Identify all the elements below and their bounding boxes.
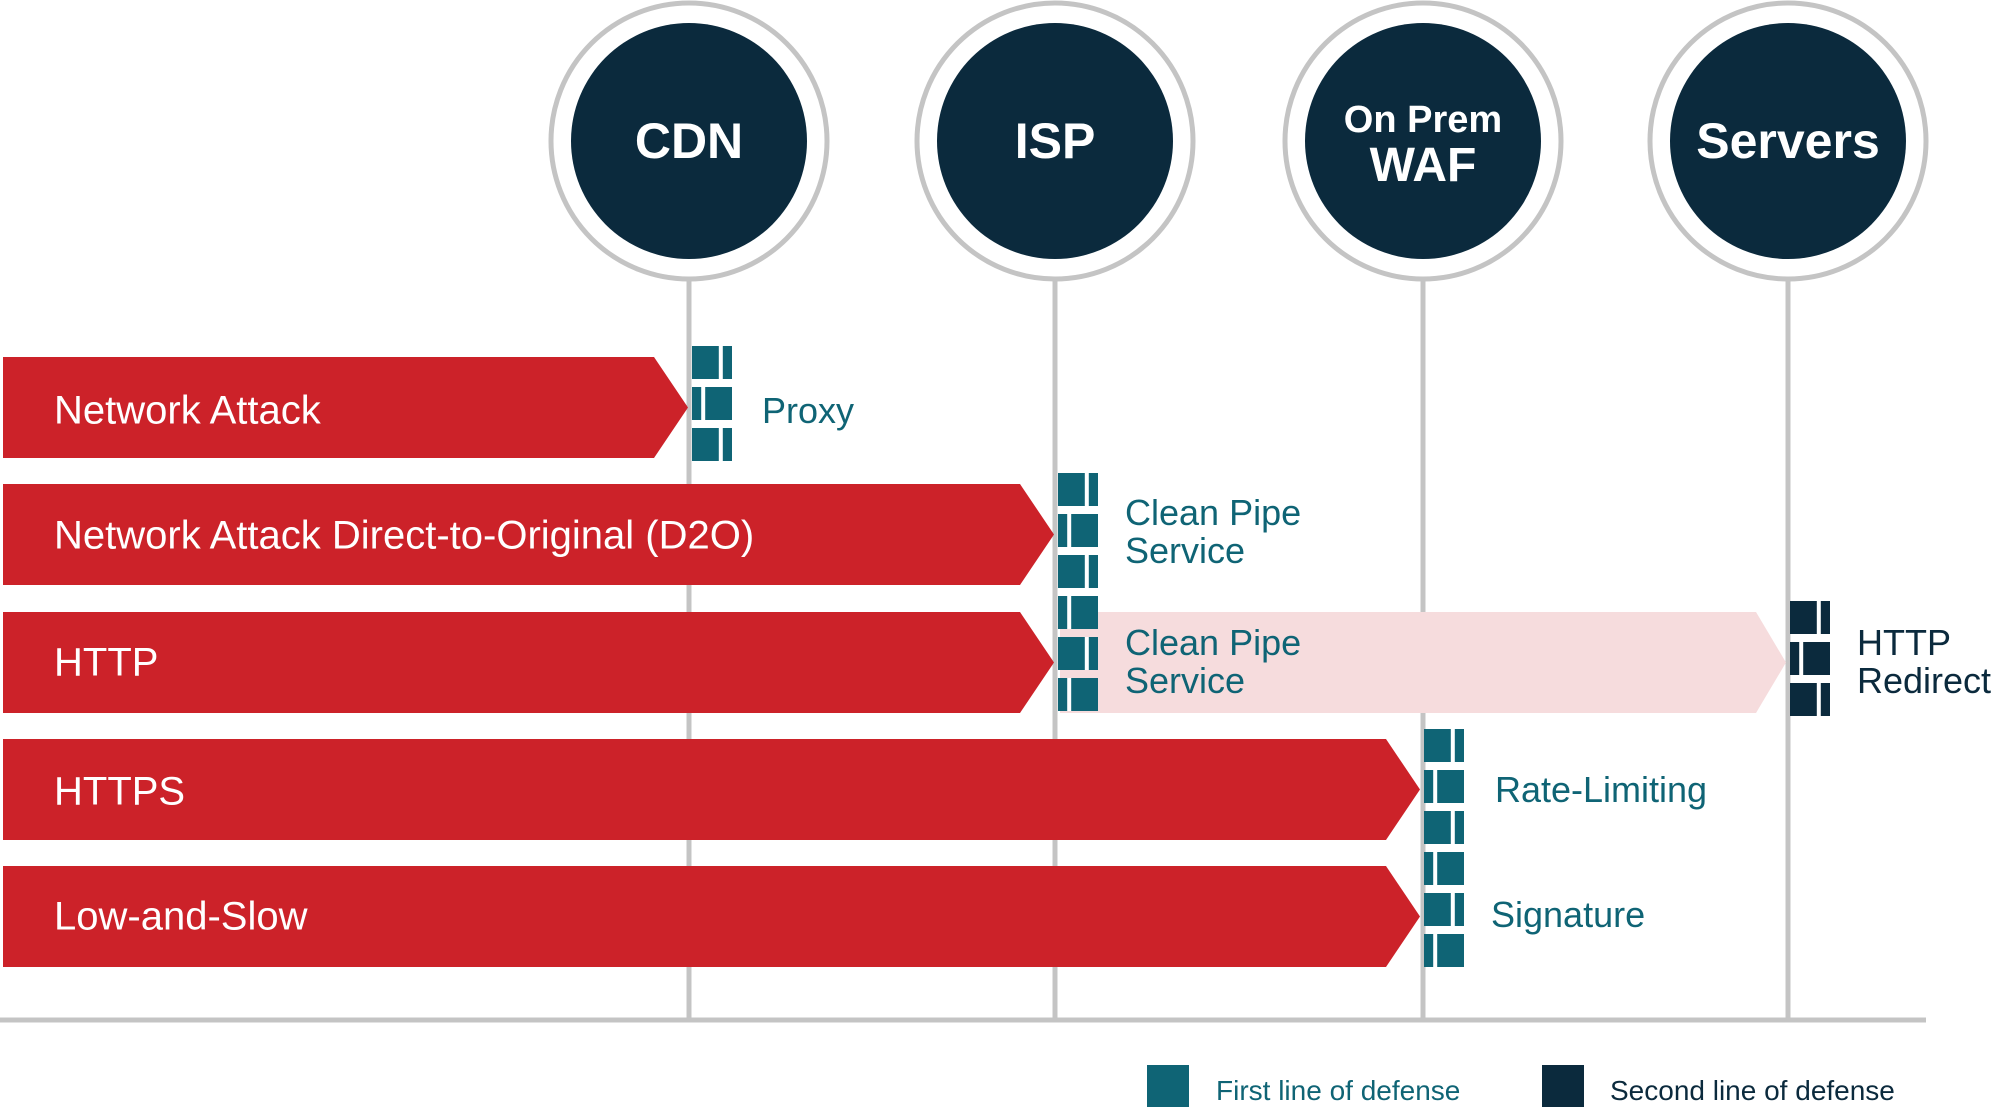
firewall-waf: [1424, 729, 1464, 967]
defense-label-clean-pipe-1-line2: Service: [1125, 530, 1246, 571]
firewall-clean-pipe-row: [1058, 555, 1098, 588]
firewall-http-redirect: [1790, 601, 1830, 716]
defense-label-http-redirect: HTTP Redirect: [1857, 621, 1992, 701]
node-circle-waf: [1305, 23, 1541, 259]
defense-label-clean-pipe-2: Clean Pipe Service: [1125, 621, 1302, 701]
firewall-clean-pipe-row: [1058, 473, 1098, 506]
attack-label-network-attack: Network Attack: [54, 388, 321, 433]
firewall-http-redirect-row: [1790, 683, 1830, 716]
defense-label-rate-limiting: Rate-Limiting: [1495, 768, 1708, 810]
firewall-waf-row: [1424, 729, 1464, 762]
firewall-waf-row: [1424, 770, 1464, 803]
defense-label-clean-pipe-1: Clean Pipe Service: [1125, 491, 1302, 571]
attack-label-d2o: Network Attack Direct-to-Original (D2O): [54, 513, 755, 558]
node-label-waf-line2: WAF: [1369, 139, 1477, 192]
node-circle-isp: [937, 23, 1173, 259]
defense-label-clean-pipe-1-line1: Clean Pipe: [1125, 491, 1302, 533]
firewall-clean-pipe: [1058, 473, 1098, 711]
firewall-http-redirect-row: [1790, 642, 1830, 675]
attack-label-https: HTTPS: [54, 769, 186, 814]
legend-first-label: First line of defense: [1216, 1075, 1461, 1106]
http-passthrough-band: [1060, 612, 1786, 713]
attack-label-low-and-slow: Low-and-Slow: [54, 894, 308, 939]
node-label-waf-line1: On Prem: [1343, 99, 1503, 141]
attack-arrow-http: [3, 612, 1054, 713]
firewall-proxy-row: [692, 387, 732, 420]
attack-arrow-network-attack: [3, 357, 688, 458]
firewall-http-redirect-row: [1790, 601, 1830, 634]
firewall-proxy-row: [692, 346, 732, 379]
node-circle-servers: [1670, 23, 1906, 259]
defense-label-http-redirect-line2: Redirect: [1857, 660, 1992, 701]
attack-label-http: HTTP: [54, 640, 159, 685]
legend-second-label: Second line of defense: [1610, 1075, 1895, 1106]
firewall-clean-pipe-row: [1058, 514, 1098, 547]
attack-arrow-low-and-slow: [3, 866, 1420, 967]
node-circle-cdn: [571, 23, 807, 259]
firewall-waf-row: [1424, 934, 1464, 967]
firewall-waf-row: [1424, 811, 1464, 844]
defense-label-clean-pipe-2-line1: Clean Pipe: [1125, 621, 1302, 663]
node-label-isp: ISP: [1014, 113, 1096, 169]
firewall-proxy-row: [692, 428, 732, 461]
defense-label-proxy: Proxy: [762, 389, 855, 431]
defense-label-http-redirect-line1: HTTP: [1857, 621, 1951, 663]
defense-label-signature: Signature: [1491, 893, 1646, 935]
firewall-clean-pipe-row: [1058, 678, 1098, 711]
firewall-proxy: [692, 346, 732, 461]
node-label-cdn: CDN: [634, 113, 744, 169]
node-label-servers: Servers: [1696, 113, 1880, 169]
firewall-clean-pipe-row: [1058, 596, 1098, 629]
attack-arrow-https: [3, 739, 1420, 840]
firewall-clean-pipe-row: [1058, 637, 1098, 670]
firewall-waf-row: [1424, 893, 1464, 926]
defense-label-clean-pipe-2-line2: Service: [1125, 660, 1246, 701]
legend-first-swatch: [1147, 1065, 1189, 1107]
legend-second-swatch: [1542, 1065, 1584, 1107]
attack-arrow-d2o: [3, 484, 1054, 585]
firewall-waf-row: [1424, 852, 1464, 885]
